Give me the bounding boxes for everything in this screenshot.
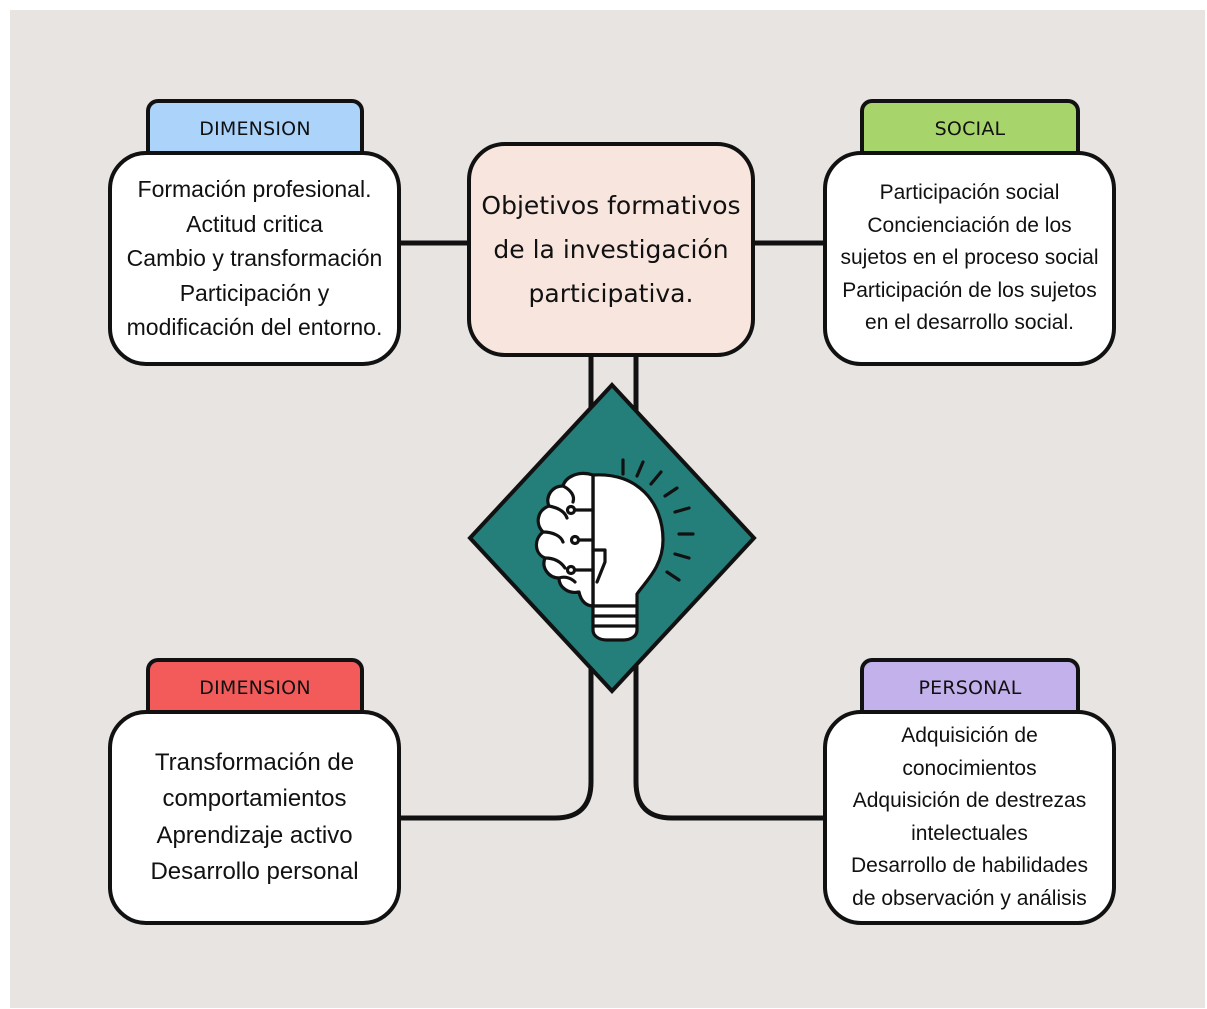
card-text-line: Participación y xyxy=(179,279,330,306)
diamond-shape xyxy=(467,382,757,694)
tab-dimension-bottom: DIMENSION xyxy=(146,658,364,714)
card-text-line: sujetos en el proceso social xyxy=(840,246,1099,270)
center-diamond xyxy=(467,382,757,694)
card-text-line: conocimientos xyxy=(902,756,1037,780)
card-text-line: de observación y análisis xyxy=(852,886,1087,910)
tab-personal-label: PERSONAL xyxy=(918,677,1022,699)
card-text-line: Participación social xyxy=(879,181,1060,205)
center-title-line: de la investigación xyxy=(493,234,729,264)
card-text-line: Desarrollo personal xyxy=(150,858,359,885)
tab-dimension-top-label: DIMENSION xyxy=(199,118,311,140)
card-top-left: Formación profesional. Actitud critica C… xyxy=(108,151,401,366)
card-text-line: comportamientos xyxy=(162,785,347,812)
card-text-line: Actitud critica xyxy=(186,210,323,237)
brain-lightbulb-icon xyxy=(534,458,695,642)
card-text-line: Transformación de xyxy=(154,748,355,776)
card-text-line: Desarrollo de habilidades xyxy=(851,854,1088,877)
card-text-line: intelectuales xyxy=(911,821,1028,845)
card-text-line: Cambio y transformación xyxy=(126,245,383,272)
tab-dimension-top: DIMENSION xyxy=(146,99,364,155)
card-text-line: Concienciación de los xyxy=(867,213,1072,237)
center-title-card: Objetivos formativos de la investigación… xyxy=(467,142,755,357)
card-text-line: Adquisición de xyxy=(901,724,1038,747)
card-text-line: en el desarrollo social. xyxy=(865,311,1074,335)
card-text-line: Aprendizaje activo xyxy=(156,821,353,849)
card-bottom-left: Transformación de comportamientos Aprend… xyxy=(108,710,401,925)
tab-dimension-bottom-label: DIMENSION xyxy=(199,677,311,699)
center-title-line: participativa. xyxy=(528,278,694,308)
card-text-line: modificación del entorno. xyxy=(126,314,383,341)
card-top-right: Participación social Concienciación de l… xyxy=(823,151,1116,366)
tab-personal: PERSONAL xyxy=(860,658,1080,714)
card-bottom-right: Adquisición de conocimientos Adquisición… xyxy=(823,710,1116,925)
card-text-line: Adquisición de destrezas xyxy=(852,789,1087,812)
card-text-line: Formación profesional. xyxy=(137,176,372,203)
diagram-canvas: DIMENSION Formación profesional. Actitud… xyxy=(10,10,1205,1008)
connector-bottom-right xyxy=(633,355,827,821)
connector-bottom-left xyxy=(400,355,594,821)
center-title-line: Objetivos formativos xyxy=(481,190,741,220)
tab-social: SOCIAL xyxy=(860,99,1080,155)
connector-lines xyxy=(395,240,827,821)
tab-social-label: SOCIAL xyxy=(934,118,1006,140)
card-text-line: Participación de los sujetos xyxy=(842,278,1097,302)
